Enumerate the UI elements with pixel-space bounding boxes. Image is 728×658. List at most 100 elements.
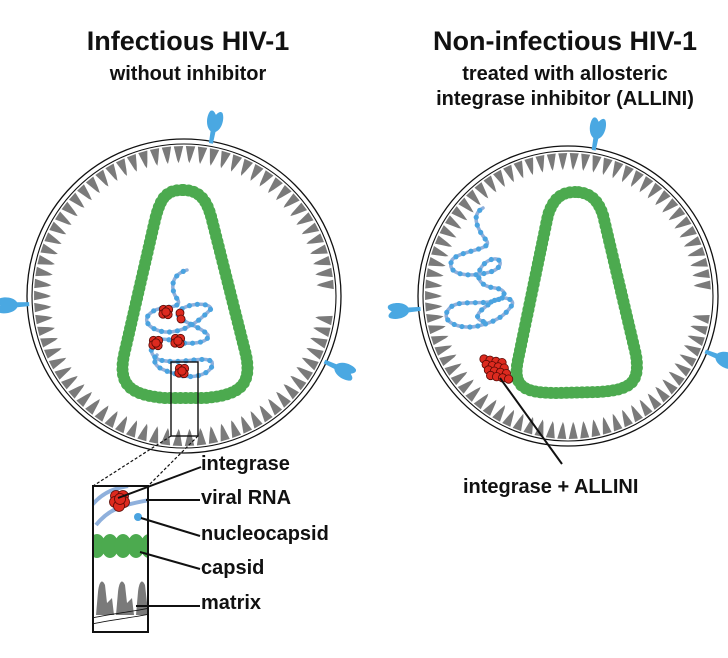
matrix-protein — [451, 206, 468, 221]
nucleocapsid-protein — [488, 256, 494, 263]
matrix-protein — [612, 413, 623, 432]
nucleocapsid-protein — [479, 307, 485, 313]
matrix-protein — [445, 215, 462, 229]
matrix-protein — [473, 393, 489, 410]
matrix-protein — [639, 399, 653, 417]
nucleocapsid-protein — [474, 222, 480, 228]
matrix-protein — [230, 154, 243, 172]
left-virion — [0, 110, 357, 454]
matrix-protein — [647, 182, 663, 199]
inset-dashed-line-left — [92, 435, 172, 487]
matrix-protein — [457, 379, 474, 394]
nucleocapsid-protein — [152, 359, 158, 365]
matrix-protein — [557, 421, 567, 439]
leader-nucleocapsid — [140, 517, 201, 537]
matrix-protein — [545, 421, 555, 439]
matrix-protein — [655, 386, 670, 403]
matrix-protein — [310, 244, 328, 255]
matrix-protein — [184, 428, 195, 446]
matrix-protein — [693, 280, 711, 290]
matrix-protein — [296, 212, 314, 225]
matrix-protein — [493, 169, 505, 187]
inset-box — [92, 485, 149, 633]
nucleocapsid-protein — [490, 318, 496, 324]
matrix-protein — [276, 391, 291, 408]
matrix-protein — [35, 314, 53, 325]
nucleocapsid-protein — [174, 295, 180, 301]
nucleocapsid-protein — [499, 295, 505, 301]
envelope-spike — [704, 349, 728, 370]
leader-integrase — [117, 466, 202, 499]
nucleocapsid-protein — [464, 300, 470, 306]
integrase-cluster — [174, 363, 190, 379]
matrix-protein — [591, 419, 601, 438]
matrix-protein — [580, 421, 590, 439]
inner-membrane — [31, 143, 337, 449]
nucleocapsid-protein — [197, 339, 204, 345]
matrix-protein — [662, 198, 679, 213]
matrix-protein — [77, 184, 92, 201]
nucleocapsid-protein — [501, 291, 507, 297]
matrix-protein — [679, 226, 697, 238]
matrix-protein — [316, 279, 334, 290]
integrase-protein — [161, 307, 171, 317]
nucleocapsid-protein — [483, 243, 489, 249]
matrix-protein — [524, 157, 534, 175]
matrix-protein — [679, 354, 697, 367]
nucleocapsid-protein — [495, 264, 501, 270]
matrix-protein — [94, 405, 109, 422]
matrix-protein — [690, 257, 708, 267]
nucleocapsid-protein — [203, 370, 209, 376]
viral-rna — [444, 206, 515, 330]
matrix-protein — [114, 416, 127, 434]
inset-capsid-protein — [101, 534, 119, 558]
label-matrix: matrix — [201, 592, 262, 614]
inset-content — [94, 487, 147, 625]
nucleocapsid-protein — [188, 321, 194, 327]
matrix-protein — [34, 290, 51, 301]
matrix-protein — [250, 411, 263, 429]
label-viral-rna: viral RNA — [201, 487, 292, 509]
nucleocapsid-protein — [189, 340, 196, 346]
matrix-protein — [105, 163, 118, 181]
matrix-protein — [431, 245, 449, 257]
envelope-spike — [589, 117, 607, 151]
nucleocapsid-protein — [508, 303, 514, 309]
inset-capsid-protein — [94, 534, 106, 558]
envelope-spike — [0, 297, 30, 314]
nucleocapsid-protein — [445, 317, 451, 323]
nucleocapsid-protein — [182, 325, 188, 331]
nucleocapsid-protein — [444, 309, 450, 315]
matrix-protein — [655, 190, 671, 206]
nucleocapsid-protein — [204, 335, 210, 341]
matrix-protein — [55, 211, 72, 225]
nucleocapsid-protein — [166, 337, 172, 343]
envelope-spike — [207, 110, 224, 144]
label-nucleocapsid: nucleocapsid — [201, 523, 329, 545]
nucleocapsid-protein — [496, 257, 502, 263]
matrix-protein — [512, 413, 524, 432]
nucleocapsid-protein — [145, 321, 151, 327]
nucleocapsid-protein — [481, 270, 487, 277]
matrix-protein — [185, 146, 196, 164]
right-virion — [387, 117, 728, 447]
matrix-protein — [483, 175, 497, 193]
envelope-spike — [323, 359, 357, 381]
capsid-protein — [572, 186, 585, 199]
zoom-inset — [92, 361, 199, 633]
matrix-protein — [668, 206, 686, 221]
nucleocapsid-protein — [453, 254, 459, 260]
matrix-protein — [313, 327, 331, 337]
matrix-layer — [34, 146, 334, 446]
matrix-protein — [668, 371, 685, 386]
inset-capsid-protein — [114, 534, 132, 558]
matrix-protein — [125, 420, 138, 438]
nucleocapsid-protein — [164, 368, 170, 374]
nucleocapsid-protein — [158, 328, 165, 334]
envelope-glycoprotein — [704, 349, 728, 370]
matrix-protein — [313, 256, 331, 266]
matrix-protein — [581, 153, 591, 171]
matrix-protein — [439, 225, 457, 238]
matrix-protein — [44, 232, 62, 244]
